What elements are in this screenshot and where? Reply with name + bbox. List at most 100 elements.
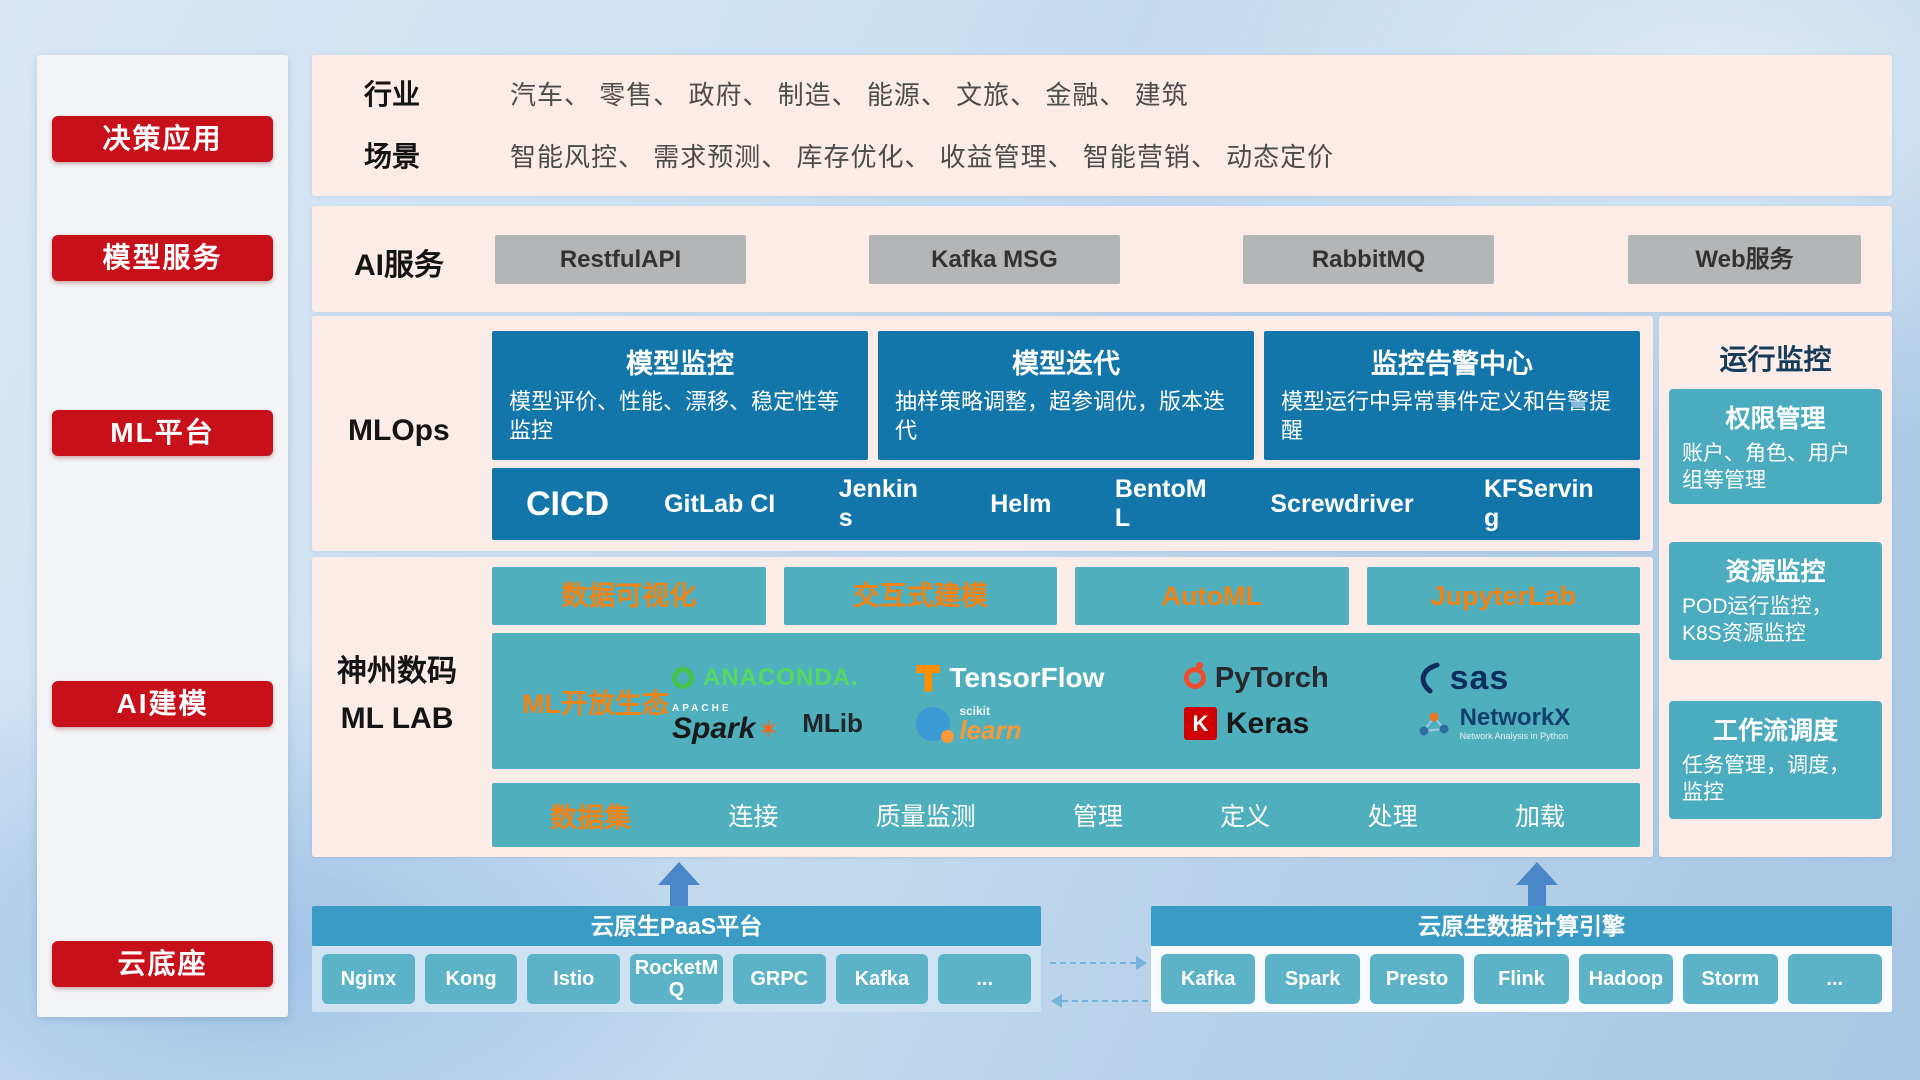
ai-service-label: AI服务: [354, 249, 444, 282]
scikit-learn-logo: scikit learn: [916, 705, 1184, 743]
ops-monitor-panel: 运行监控 权限管理 账户、角色、用户组等管理 资源监控 POD运行监控，K8S资…: [1659, 316, 1892, 857]
engine-tool-flink: Flink: [1474, 954, 1569, 1004]
paas-tool-grpc: GRPC: [732, 954, 826, 1004]
engine-bar-title: 云原生数据计算引擎: [1151, 906, 1892, 946]
service-web: Web服务: [1628, 235, 1861, 284]
engine-tool-spark: Spark: [1265, 954, 1360, 1004]
tensorflow-icon: [916, 664, 941, 692]
paas-tool-more: ...: [938, 954, 1032, 1004]
dataset-item-manage: 管理: [1072, 803, 1123, 831]
left-sidebar: 决策应用 模型服务 ML平台 AI建模 云底座: [37, 55, 288, 1017]
engine-tool-hadoop: Hadoop: [1578, 954, 1674, 1004]
sidebar-item-decision-apps: 决策应用: [52, 116, 273, 162]
paas-tool-istio: Istio: [527, 954, 621, 1004]
scikit-learn-wordmark-block: scikit learn: [959, 705, 1021, 743]
card-title: 监控告警中心: [1371, 349, 1533, 379]
card-desc: 模型运行中异常事件定义和告警提醒: [1281, 389, 1612, 444]
mllab-panel: 神州数码 ML LAB 数据可视化 交互式建模 AutoML JupyterLa…: [312, 557, 1653, 857]
sidebar-item-model-service: 模型服务: [52, 235, 273, 281]
mlops-card-model-iteration: 模型迭代 抽样策略调整，超参调优，版本迭代: [878, 331, 1254, 460]
mllab-label: 神州数码 ML LAB: [317, 649, 477, 742]
mlops-card-model-monitoring: 模型监控 模型评价、性能、漂移、稳定性等监控: [492, 331, 868, 460]
keras-k-icon: K: [1183, 707, 1217, 740]
mlib-wordmark: MLib: [802, 708, 863, 738]
cicd-tools: GitLab CI Jenkins Helm BentoML Screwdriv…: [664, 475, 1606, 533]
industry-scene-panel: 行业 汽车、 零售、 政府、 制造、 能源、 文旅、 金融、 建筑 场景 智能风…: [312, 55, 1892, 196]
scikit-text: scikit: [959, 703, 990, 718]
cicd-label: CICD: [526, 484, 610, 523]
pytorch-wordmark: PyTorch: [1214, 661, 1329, 694]
paas-tool-kong: Kong: [424, 954, 518, 1004]
paas-tool-nginx: Nginx: [322, 954, 415, 1004]
keras-logo: K Keras: [1183, 707, 1417, 741]
cicd-tool-screwdriver: Screwdriver: [1270, 489, 1414, 518]
pytorch-logo: PyTorch: [1183, 661, 1417, 695]
engine-tool-strip: Kafka Spark Presto Flink Hadoop Storm ..…: [1151, 946, 1892, 1012]
card-title: 模型监控: [626, 349, 734, 379]
dataset-item-define: 定义: [1220, 803, 1271, 831]
mllab-features: 数据可视化 交互式建模 AutoML JupyterLab: [492, 567, 1640, 625]
card-title: 资源监控: [1725, 558, 1826, 586]
tensorflow-wordmark: TensorFlow: [949, 662, 1105, 693]
mlops-card-alert-center: 监控告警中心 模型运行中异常事件定义和告警提醒: [1264, 331, 1640, 460]
feature-interactive-modeling: 交互式建模: [783, 567, 1057, 625]
scikit-learn-blob-icon: [916, 706, 955, 743]
ops-monitor-title: 运行监控: [1719, 344, 1832, 375]
card-desc: 任务管理，调度，监控: [1682, 754, 1850, 805]
anaconda-logo: ANACONDA.: [672, 664, 916, 692]
dataset-item-load: 加载: [1514, 803, 1565, 831]
spark-mlib-logo: APACHE Spark ✶ MLib: [672, 702, 916, 745]
sidebar-item-ml-platform: ML平台: [52, 410, 273, 456]
feature-jupyterlab: JupyterLab: [1366, 567, 1640, 625]
sas-swoosh-icon: [1420, 662, 1440, 694]
service-rabbitmq: RabbitMQ: [1243, 235, 1494, 284]
anaconda-ring-icon: [672, 667, 694, 689]
mllab-label-line1: 神州数码: [337, 655, 457, 688]
paas-tool-strip: Nginx Kong Istio RocketMQ GRPC Kafka ...: [312, 946, 1041, 1012]
engine-tool-presto: Presto: [1369, 954, 1465, 1004]
feature-automl: AutoML: [1075, 567, 1349, 625]
dataset-label: 数据集: [550, 802, 631, 833]
ecosystem-label: ML开放生态: [522, 688, 669, 719]
networkx-wordmark: NetworkX: [1459, 704, 1571, 732]
learn-text: learn: [959, 714, 1022, 745]
card-desc: POD运行监控，K8S资源监控: [1682, 595, 1833, 646]
cicd-tool-kfserving: KFServing: [1483, 475, 1594, 532]
dataset-item-process: 处理: [1367, 803, 1418, 831]
spark-row: Spark ✶: [672, 711, 779, 745]
sidebar-item-ai-modeling: AI建模: [52, 681, 273, 727]
sas-wordmark: sas: [1449, 658, 1510, 697]
service-restfulapi: RestfulAPI: [495, 235, 746, 284]
spark-wordmark: Spark: [672, 711, 756, 745]
paas-bar-title: 云原生PaaS平台: [312, 906, 1041, 946]
industry-list: 汽车、 零售、 政府、 制造、 能源、 文旅、 金融、 建筑: [510, 80, 1189, 110]
monitor-card-resources: 资源监控 POD运行监控，K8S资源监控: [1669, 542, 1882, 660]
mllab-label-line2: ML LAB: [340, 701, 454, 735]
spark-wordmark-block: APACHE Spark ✶: [672, 702, 779, 745]
card-desc: 账户、角色、用户组等管理: [1682, 442, 1850, 493]
dataset-item-connect: 连接: [728, 803, 779, 831]
monitor-card-workflow: 工作流调度 任务管理，调度，监控: [1669, 701, 1882, 819]
industry-label: 行业: [364, 79, 421, 110]
card-desc: 模型评价、性能、漂移、稳定性等监控: [509, 389, 840, 444]
tensorflow-logo: TensorFlow: [916, 662, 1184, 694]
spark-apache-text: APACHE: [672, 702, 732, 714]
cicd-bar: CICD GitLab CI Jenkins Helm BentoML Scre…: [492, 468, 1640, 540]
monitor-card-permissions: 权限管理 账户、角色、用户组等管理: [1669, 389, 1882, 504]
card-desc: 抽样策略调整，超参调优，版本迭代: [895, 389, 1226, 444]
networkx-wordmark-block: NetworkX Network Analysis in Python: [1459, 704, 1571, 741]
paas-tool-kafka: Kafka: [835, 954, 929, 1004]
engine-tool-kafka: Kafka: [1161, 954, 1256, 1004]
networkx-logo: NetworkX Network Analysis in Python: [1417, 704, 1626, 741]
cicd-tool-jenkins: Jenkins: [838, 475, 918, 532]
cicd-tool-bentoml: BentoML: [1114, 475, 1207, 532]
card-title: 权限管理: [1725, 405, 1826, 433]
mlops-label: MLOps: [348, 414, 450, 447]
sidebar-item-cloud-base: 云底座: [52, 941, 273, 987]
ecosystem-logos: ANACONDA. TensorFlow PyTorch sas APACHE: [672, 651, 1640, 752]
card-title: 模型迭代: [1012, 349, 1120, 379]
networkx-graph-icon: [1419, 712, 1449, 735]
ml-ecosystem-box: ML开放生态 ANACONDA. TensorFlow PyTorch sas: [492, 633, 1640, 769]
ai-service-panel: AI服务 RestfulAPI Kafka MSG RabbitMQ Web服务: [312, 206, 1892, 312]
